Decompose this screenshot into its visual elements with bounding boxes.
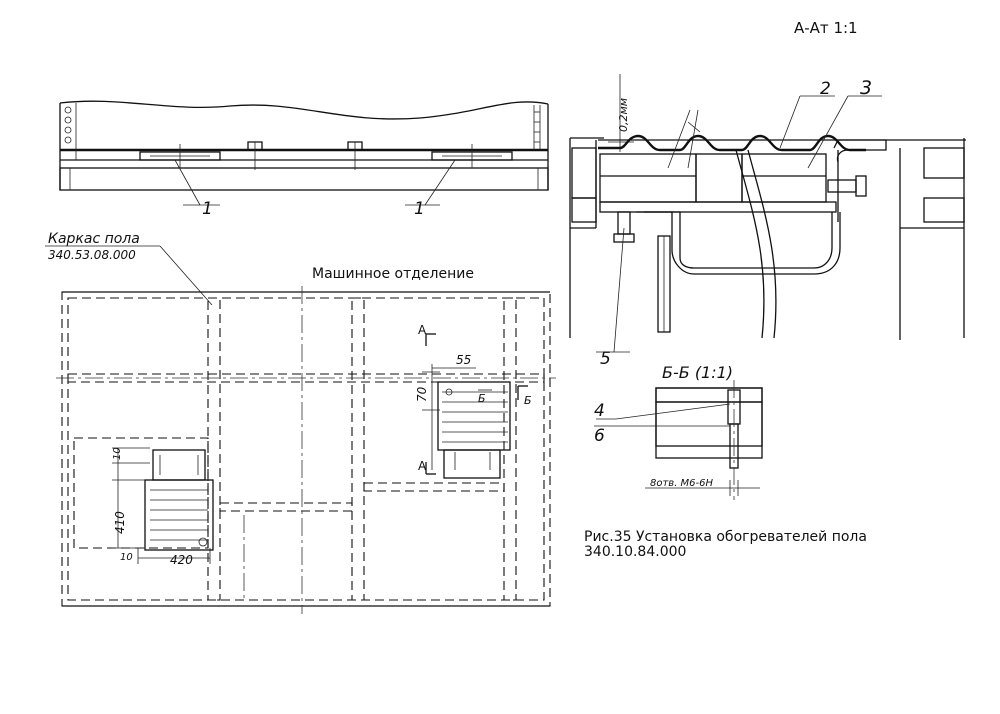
figure-caption: Рис.35 Установка обогревателей пола 340.… (584, 529, 867, 560)
section-bb-title: Б-Б (1:1) (662, 363, 733, 382)
frame-drawing-number: 340.53.08.000 (48, 248, 136, 262)
brackets (247, 141, 363, 170)
heater-right: 55 70 А А Б Б (415, 323, 532, 479)
callout-2: 2 (820, 79, 831, 99)
dim-10-vertical: 10 (112, 447, 123, 460)
top-view: 1 1 (59, 100, 549, 219)
callout-4: 4 (594, 401, 605, 421)
heater-left: 10 410 420 10 (73, 437, 214, 567)
callout-6: 6 (594, 426, 605, 446)
floor-frame-plan: Каркас пола 340.53.08.000 Машинное отдел… (45, 231, 556, 614)
gap-dimension: 0,2мм (617, 98, 630, 132)
scale-label: А-Ат 1:1 (794, 19, 858, 37)
heater-plan-left (139, 144, 221, 168)
right-edge-detail (533, 105, 541, 150)
heater-plan-right (431, 144, 513, 168)
callout-1-right: 1 (414, 199, 425, 219)
section-a-top: А (418, 323, 427, 337)
callout-1-left: 1 (202, 199, 213, 219)
dim-70: 70 (415, 386, 429, 402)
section-bb: Б-Б (1:1) 4 6 8отв. М6-6Н (594, 363, 763, 500)
machine-room-label: Машинное отделение (312, 266, 474, 282)
callout-3: 3 (860, 77, 872, 99)
left-edge-detail (64, 103, 77, 160)
dim-10-horizontal: 10 (120, 552, 133, 563)
dim-420: 420 (170, 553, 193, 567)
holes-note: 8отв. М6-6Н (650, 478, 714, 489)
callout-5: 5 (600, 349, 611, 369)
section-aa: 0,2мм (569, 74, 966, 369)
caption-title: Рис.35 Установка обогревателей пола (584, 529, 867, 545)
section-b-1: Б (478, 392, 486, 405)
frame-title: Каркас пола (48, 231, 140, 247)
dim-55: 55 (456, 353, 471, 367)
section-b-2: Б (524, 394, 532, 407)
section-a-bottom: А (418, 459, 427, 473)
caption-drawing-number: 340.10.84.000 (584, 544, 686, 560)
dim-410: 410 (113, 511, 127, 534)
